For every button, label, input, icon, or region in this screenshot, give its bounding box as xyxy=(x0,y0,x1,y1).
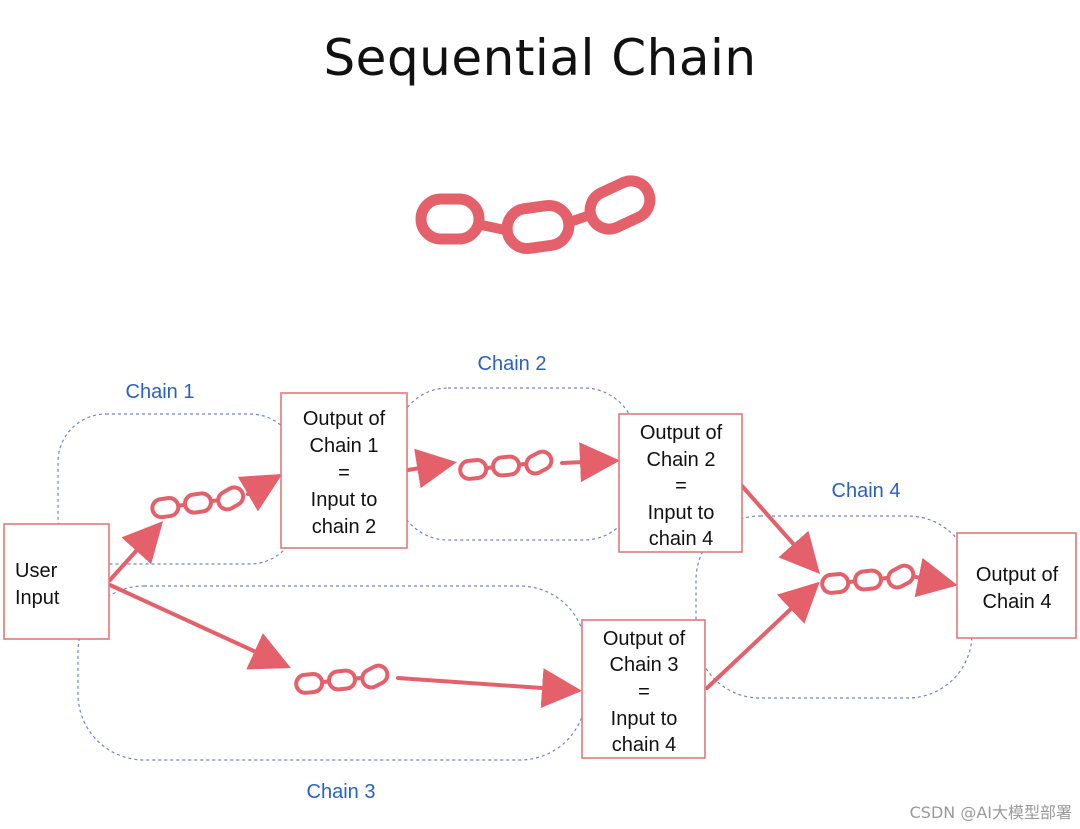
watermark-text: CSDN @AI大模型部署 xyxy=(910,803,1072,822)
node-text-line: Output of xyxy=(976,564,1059,586)
node-text-line: Chain 3 xyxy=(610,654,679,676)
node-text-line: User xyxy=(15,560,58,582)
node-text-line: = xyxy=(638,681,650,703)
node-text-line: chain 4 xyxy=(612,734,677,756)
arrow-chain3-to-output3 xyxy=(396,668,582,709)
node-text-line: Chain 2 xyxy=(647,449,716,471)
node-user-input: User Input xyxy=(3,523,110,640)
chain1-link-icon xyxy=(150,485,246,520)
node-text-line: Input to xyxy=(648,502,715,524)
arrow-chain4-to-output4 xyxy=(914,557,958,598)
node-text-line: chain 4 xyxy=(649,528,714,550)
group-label-chain2: Chain 2 xyxy=(478,353,547,375)
group-label-chain1: Chain 1 xyxy=(126,381,195,403)
node-output2: Output of Chain 2 = Input to chain 4 xyxy=(618,413,743,553)
group-label-chain3: Chain 3 xyxy=(307,781,376,803)
group-label-chain4: Chain 4 xyxy=(832,480,901,502)
node-text-line: = xyxy=(675,475,687,497)
arrow-chain2-to-output2 xyxy=(560,442,620,483)
chain4-link-icon xyxy=(820,563,916,595)
group-chain3: Chain 3 xyxy=(77,585,587,803)
node-text-line: Input to xyxy=(611,708,678,730)
flow-arrows xyxy=(108,442,958,709)
hero-chain-link-icon xyxy=(415,175,656,255)
group-chain2: Chain 2 xyxy=(395,353,637,541)
arrow-input-to-chain1 xyxy=(108,521,164,582)
chain3-link-icon xyxy=(294,663,390,695)
arrow-output1-to-chain2 xyxy=(406,448,457,489)
page-title: Sequential Chain xyxy=(323,29,756,87)
group-chain4: Chain 4 xyxy=(695,480,973,699)
arrow-output3-to-chain4 xyxy=(705,581,820,690)
arrow-input-to-chain3 xyxy=(108,583,291,670)
arrow-output2-to-chain4 xyxy=(740,484,820,574)
node-output4: Output of Chain 4 xyxy=(956,532,1077,639)
node-text-line: Output of xyxy=(303,408,386,430)
node-text-line: Input to xyxy=(311,489,378,511)
node-text-line: = xyxy=(338,462,350,484)
node-text-line: Chain 4 xyxy=(983,591,1052,613)
node-text-line: Output of xyxy=(603,628,686,650)
node-output3: Output of Chain 3 = Input to chain 4 xyxy=(581,619,706,759)
chain2-link-icon xyxy=(458,449,554,481)
node-text-line: Chain 1 xyxy=(310,435,379,457)
node-text-line: chain 2 xyxy=(312,516,377,538)
node-output1: Output of Chain 1 = Input to chain 2 xyxy=(280,392,408,549)
arrow-chain1-to-output1 xyxy=(237,473,283,512)
node-text-line: Output of xyxy=(640,422,723,444)
node-text-line: Input xyxy=(15,587,60,609)
